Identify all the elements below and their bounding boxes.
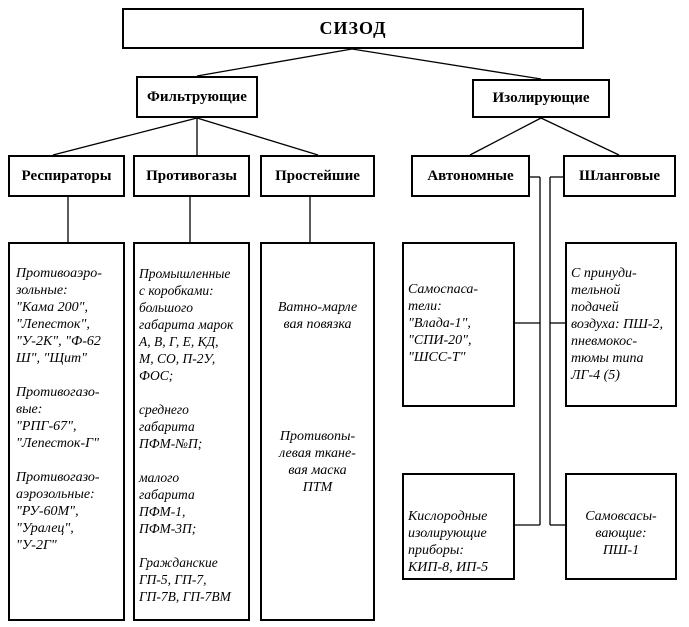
type-gasmasks-label: Противогазы — [146, 167, 237, 184]
detail-simplest: Ватно-марле вая повязка Противопы- левая… — [260, 242, 375, 621]
detail-hose-2: Самовсасы- вающие: ПШ-1 — [565, 473, 677, 580]
detail-autonomous-2: Кислородные изолирующие приборы: КИП-8, … — [402, 473, 515, 580]
detail-simplest-text-2: Противопы- левая ткане- вая маска ПТМ — [279, 429, 356, 495]
type-respirators-label: Респираторы — [21, 167, 112, 184]
type-simplest: Простейшие — [260, 155, 375, 197]
group-filtering-label: Фильтрующие — [147, 88, 247, 105]
detail-simplest-text-1: Ватно-марле вая повязка — [277, 300, 358, 332]
detail-hose-1-text: С принуди- тельной подачей воздуха: ПШ-2… — [571, 266, 663, 383]
detail-gasmasks-text: Промышленные с коробками: большого габар… — [139, 266, 234, 604]
group-filtering: Фильтрующие — [136, 76, 258, 118]
root-label: СИЗОД — [319, 18, 387, 38]
type-gasmasks: Противогазы — [133, 155, 250, 197]
detail-autonomous-1-text: Самоспаса- тели: "Влада-1", "СПИ-20", "Ш… — [408, 282, 479, 365]
detail-respirators: Противоаэро- зольные: "Кама 200", "Лепес… — [8, 242, 125, 621]
type-autonomous: Автономные — [411, 155, 530, 197]
detail-gasmasks: Промышленные с коробками: большого габар… — [133, 242, 250, 621]
type-simplest-label: Простейшие — [275, 167, 360, 184]
type-hose: Шланговые — [563, 155, 676, 197]
type-hose-label: Шланговые — [578, 167, 661, 184]
type-autonomous-label: Автономные — [427, 167, 514, 184]
group-isolating: Изолирующие — [472, 79, 610, 118]
detail-autonomous-2-text: Кислородные изолирующие приборы: КИП-8, … — [408, 509, 489, 575]
detail-autonomous-1: Самоспаса- тели: "Влада-1", "СПИ-20", "Ш… — [402, 242, 515, 407]
detail-respirators-text: Противоаэро- зольные: "Кама 200", "Лепес… — [16, 266, 102, 553]
detail-hose-2-text: Самовсасы- вающие: ПШ-1 — [585, 509, 657, 558]
group-isolating-label: Изолирующие — [492, 90, 590, 106]
type-respirators: Респираторы — [8, 155, 125, 197]
root-node: СИЗОД — [122, 8, 584, 49]
detail-hose-1: С принуди- тельной подачей воздуха: ПШ-2… — [565, 242, 677, 407]
